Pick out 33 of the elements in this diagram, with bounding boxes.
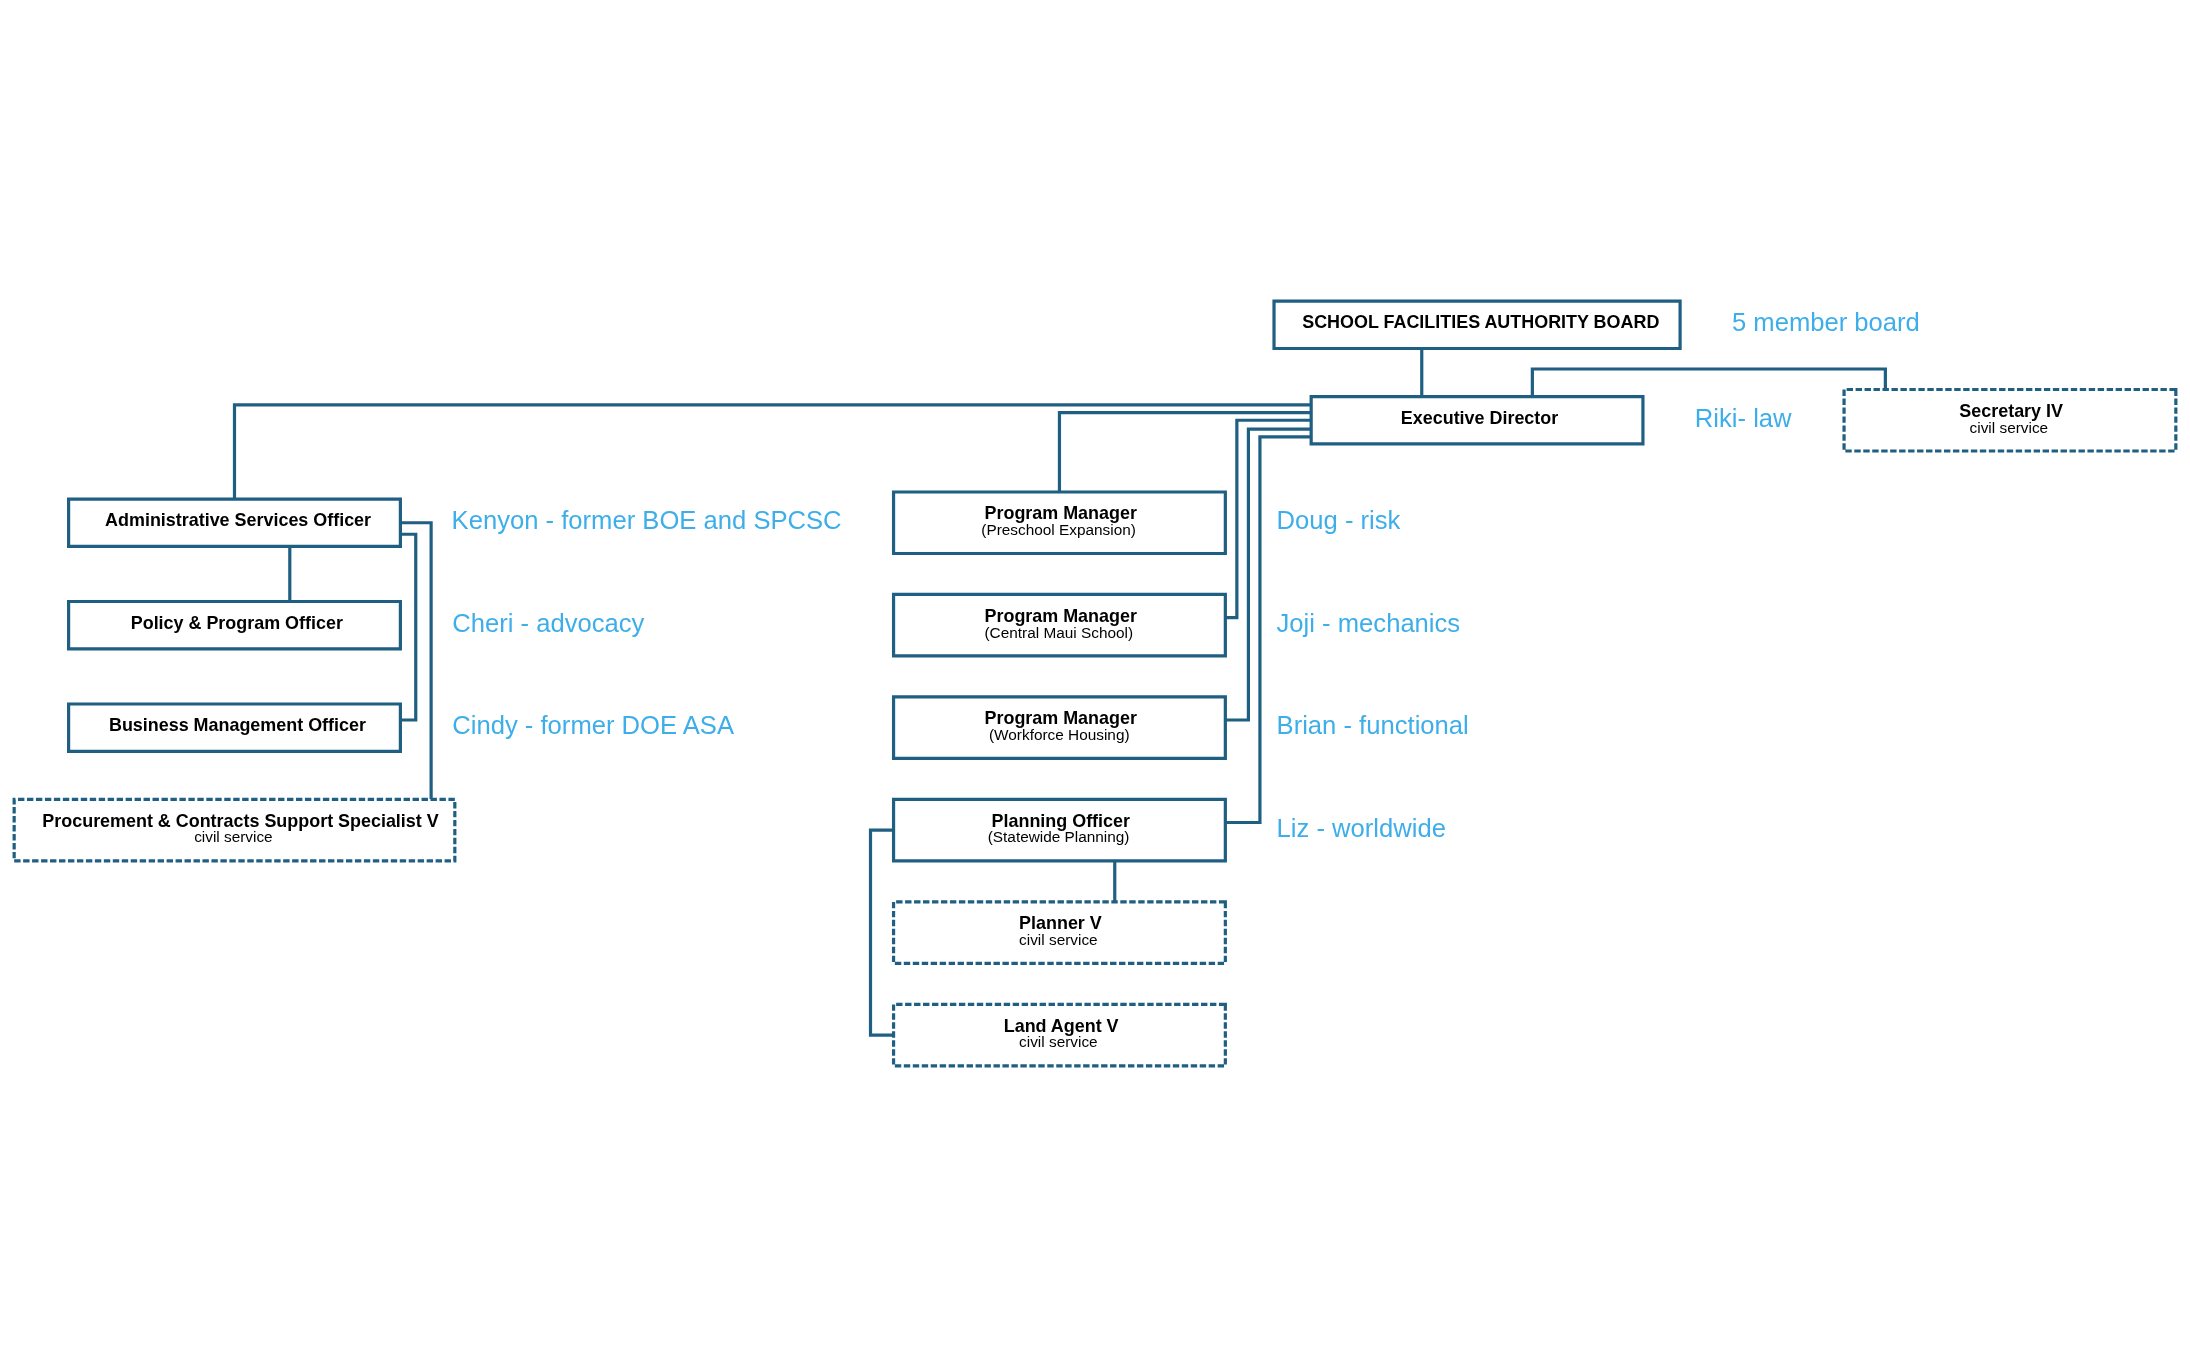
node-box: Program Manager (Central Maui School) xyxy=(891,592,1227,658)
connector xyxy=(868,828,894,1037)
node-label: Riki- law xyxy=(1694,403,1792,432)
node-label: Cheri - advocacy xyxy=(452,608,645,637)
node-box: Executive Director xyxy=(1309,394,1645,446)
node-label: Kenyon - former BOE and SPCSC xyxy=(451,505,842,534)
node-box: Planner V civil service xyxy=(891,899,1227,965)
node-box: Land Agent V civil service xyxy=(891,1002,1227,1067)
node-label: Joji - mechanics xyxy=(1276,608,1461,637)
node-box: SCHOOL FACILITIES AUTHORITY BOARD xyxy=(1272,299,1682,350)
node-box: Planning Officer (Statewide Planning) xyxy=(891,797,1227,862)
connector xyxy=(1225,427,1311,722)
node-label: Cindy - former DOE ASA xyxy=(452,710,735,739)
node-box: Procurement & Contracts Support Specialist V civil service xyxy=(12,797,457,862)
node-label: Brian - functional xyxy=(1276,710,1469,739)
node-box: Business Management Officer xyxy=(67,701,402,753)
connector xyxy=(1113,860,1117,902)
connector xyxy=(1225,418,1311,619)
node-box: Program Manager (Preschool Expansion) xyxy=(891,489,1227,555)
connector xyxy=(1420,348,1424,396)
node-box: Policy & Program Officer xyxy=(67,599,402,650)
connector xyxy=(1225,434,1311,824)
connector xyxy=(400,520,433,799)
node-label: Doug - risk xyxy=(1276,505,1401,534)
node-box: Administrative Services Officer xyxy=(67,496,402,548)
node-box: Secretary IV civil service xyxy=(1842,387,2178,453)
node-label: Liz - worldwide xyxy=(1276,813,1446,842)
connector xyxy=(1057,410,1311,491)
node-label: 5 member board xyxy=(1731,307,1920,336)
connector xyxy=(400,532,418,722)
node-box: Program Manager (Workforce Housing) xyxy=(891,694,1227,760)
connector xyxy=(232,402,1312,499)
connector xyxy=(288,546,292,601)
